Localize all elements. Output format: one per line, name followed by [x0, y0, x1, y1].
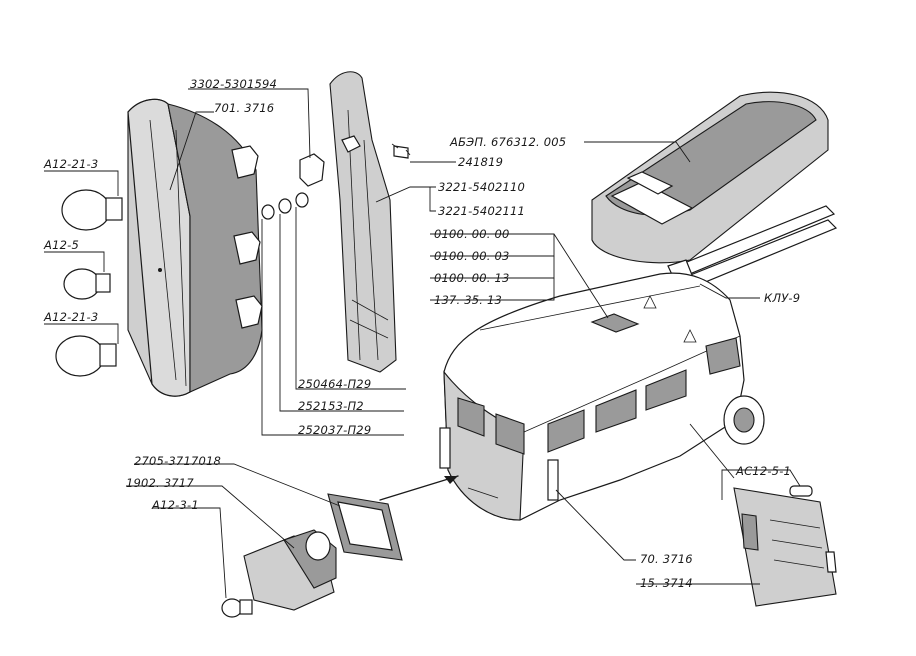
label-250464-p29: 250464-П29: [298, 377, 371, 391]
label-abep-676312-005: АБЭП. 676312. 005: [449, 135, 566, 149]
bracket-part: [299, 153, 325, 187]
label-klu-9: КЛУ-9: [764, 291, 800, 305]
label-3221-5402110: 3221-5402110: [438, 180, 525, 194]
rear-lamp-housing: [127, 98, 263, 397]
van-body: [439, 272, 765, 521]
bulb-a12-21-3-top: [61, 189, 123, 231]
license-plate-frame: [327, 493, 403, 561]
label-3221-5402111: 3221-5402111: [438, 204, 525, 218]
label-a12-5: A12-5: [43, 238, 79, 252]
label-1902-3717: 1902. 3717: [126, 476, 194, 490]
label-3302-5301594: 3302-5301594: [190, 77, 277, 91]
bulb-a12-3-1: [221, 598, 253, 618]
label-15-3714: 15. 3714: [640, 576, 693, 590]
label-0100-00-13: 0100. 00. 13: [434, 271, 510, 285]
screw-241819: [391, 143, 409, 159]
label-a12-21-3-top: A12-21-3: [43, 157, 98, 171]
part-labels: A12-21-3 A12-5 A12-21-3 701. 3716 3302-5…: [43, 77, 800, 590]
seal-pillar: [329, 71, 397, 373]
label-a12-21-3-bottom: A12-21-3: [43, 310, 98, 324]
bulb-a12-21-3-bottom: [55, 335, 117, 377]
bulb-a12-5: [63, 268, 111, 300]
label-70-3716: 70. 3716: [640, 552, 693, 566]
label-701-3716: 701. 3716: [214, 101, 274, 115]
plate-lamp: [243, 529, 337, 611]
label-137-35-13: 137. 35. 13: [434, 293, 502, 307]
leader-lines: [44, 88, 801, 599]
label-a12-3-1: A12-3-1: [151, 498, 199, 512]
label-0100-00-00: 0100. 00. 00: [434, 227, 510, 241]
washers: [261, 192, 309, 220]
label-2705-3717018: 2705-3717018: [134, 454, 221, 468]
roof-lamp-assembly: [591, 91, 838, 297]
interior-lamp-panel: [733, 487, 837, 607]
label-0100-00-03: 0100. 00. 03: [434, 249, 510, 263]
label-252153-p2: 252153-П2: [298, 399, 364, 413]
label-ac12-5-1: AC12-5-1: [735, 464, 791, 478]
bulb-ac12-5-1: [789, 485, 813, 497]
label-252037-p29: 252037-П29: [298, 423, 371, 437]
label-241819: 241819: [458, 155, 503, 169]
